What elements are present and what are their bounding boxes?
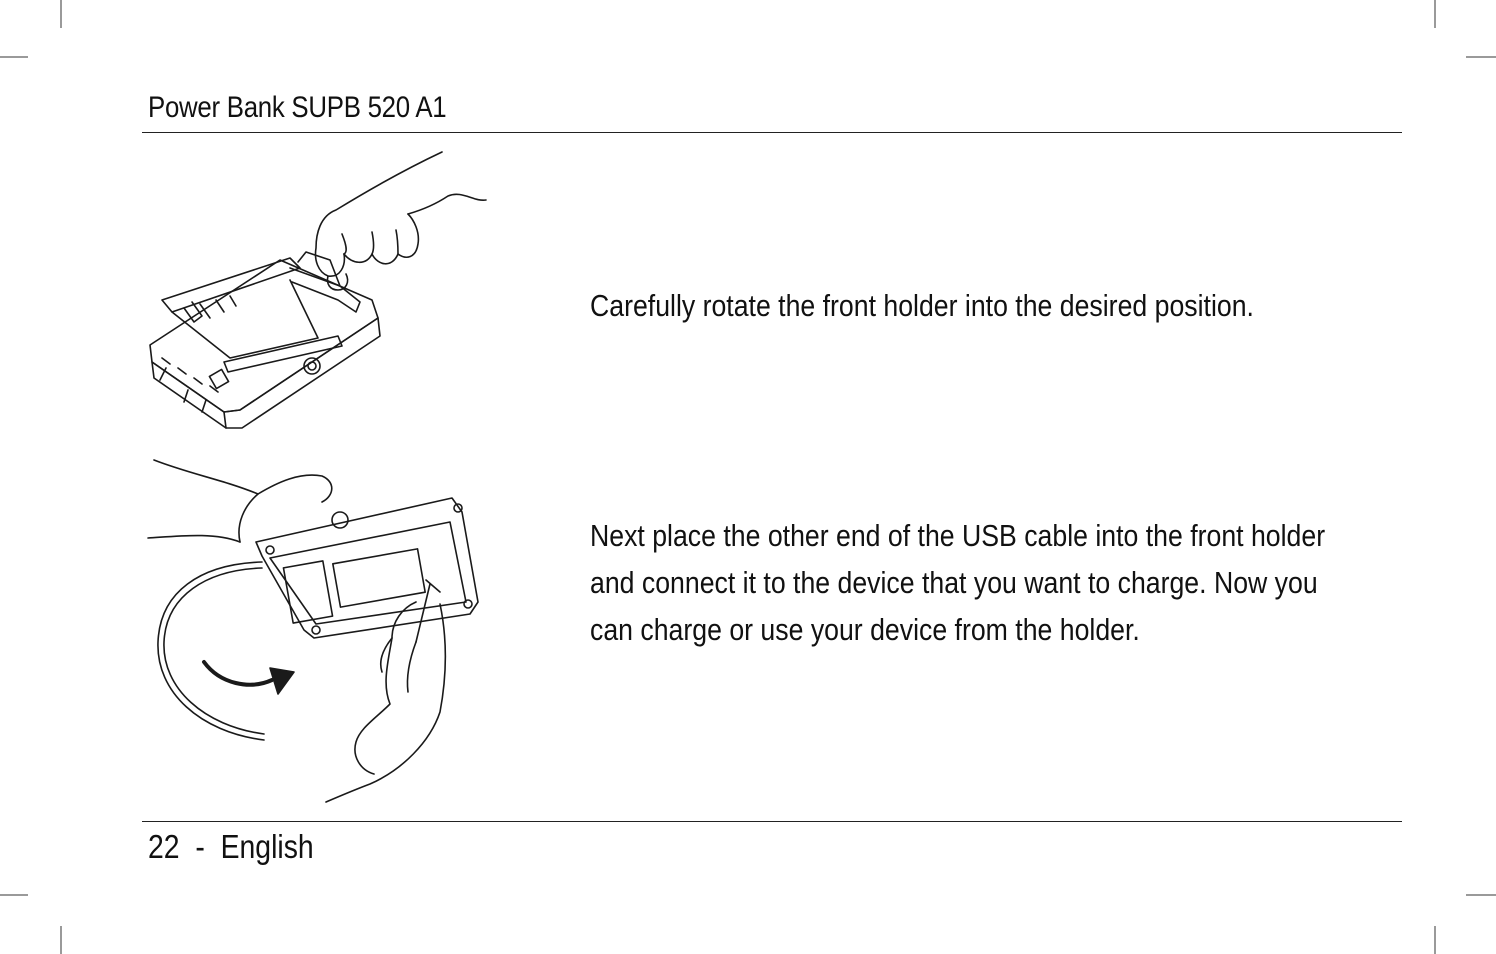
insert-usb-cable-illustration: [147, 459, 479, 803]
instruction-line: and connect it to the device that you wa…: [590, 565, 1318, 600]
instruction-line: can charge or use your device from the h…: [590, 612, 1140, 647]
crop-mark: [1466, 894, 1496, 896]
footer-language: English: [220, 828, 314, 865]
crop-mark: [1434, 0, 1436, 28]
crop-mark: [60, 0, 62, 28]
instruction-rotate-holder: Carefully rotate the front holder into t…: [590, 288, 1254, 323]
page-footer: 22 - English: [148, 828, 314, 866]
crop-mark: [0, 894, 28, 896]
page-number: 22: [148, 828, 180, 865]
footer-rule: [142, 821, 1402, 822]
footer-separator: -: [195, 828, 205, 865]
crop-mark: [60, 926, 62, 954]
header-rule: [142, 132, 1402, 133]
page-header-title: Power Bank SUPB 520 A1: [148, 91, 447, 124]
crop-mark: [1466, 56, 1496, 58]
instruction-connect-device: Next place the other end of the USB cabl…: [590, 512, 1381, 653]
rotate-holder-illustration: [149, 151, 487, 429]
crop-mark: [1434, 926, 1436, 954]
crop-mark: [0, 56, 28, 58]
instruction-line: Next place the other end of the USB cabl…: [590, 518, 1326, 553]
